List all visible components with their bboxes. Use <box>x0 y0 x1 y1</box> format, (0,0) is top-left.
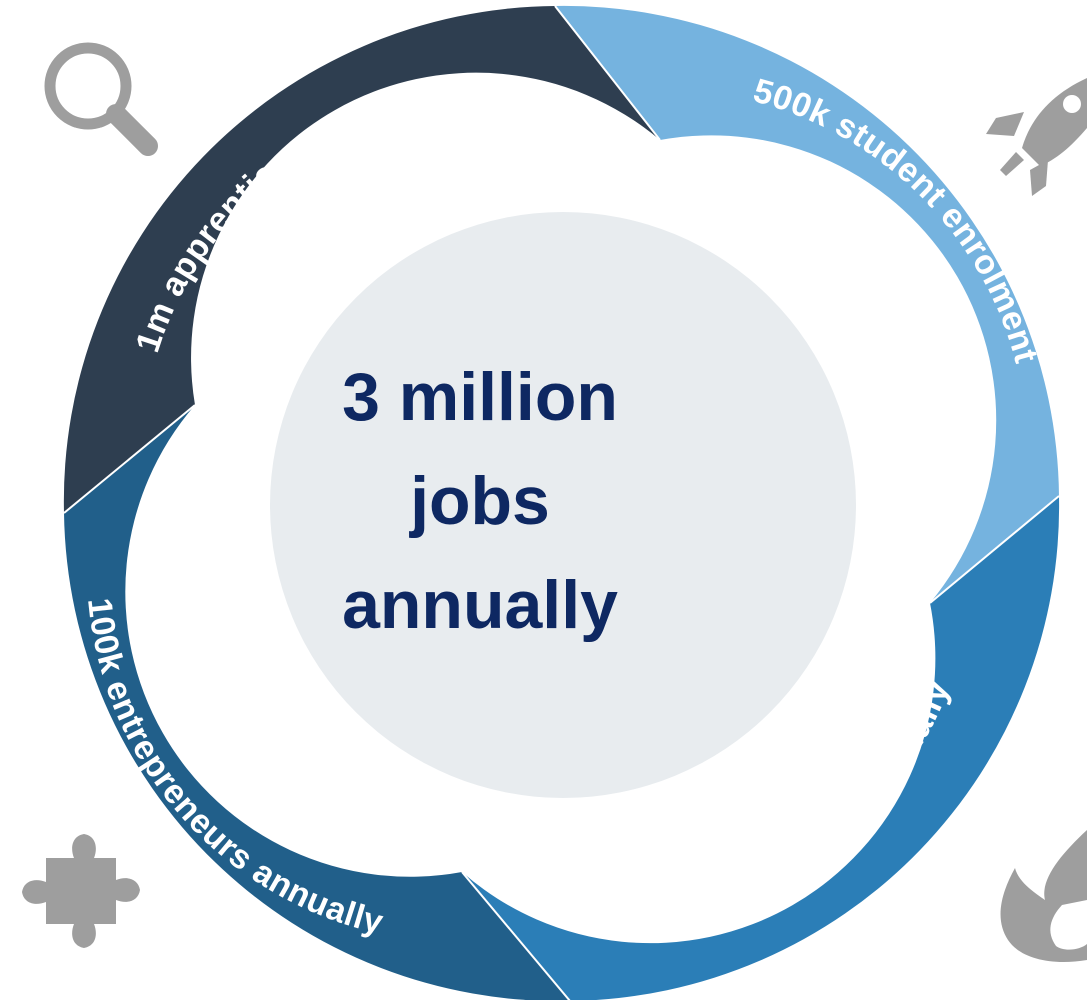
center-circle <box>270 212 856 798</box>
segment-separators <box>63 5 1060 1000</box>
center-line-3: annually <box>342 567 618 643</box>
center-line-1: 3 million <box>342 359 618 435</box>
rocket-icon <box>986 78 1087 196</box>
center-line-2: jobs <box>410 463 550 539</box>
magnifying-glass-icon <box>44 42 158 156</box>
center-headline: 3 million jobs annually <box>270 345 690 657</box>
segment-students <box>555 5 1059 604</box>
flame-icon <box>1000 830 1087 962</box>
segment-label-students: 500k student enrolment <box>749 72 1045 367</box>
puzzle-piece-icon <box>22 834 140 948</box>
segment-apprentices <box>63 6 660 513</box>
